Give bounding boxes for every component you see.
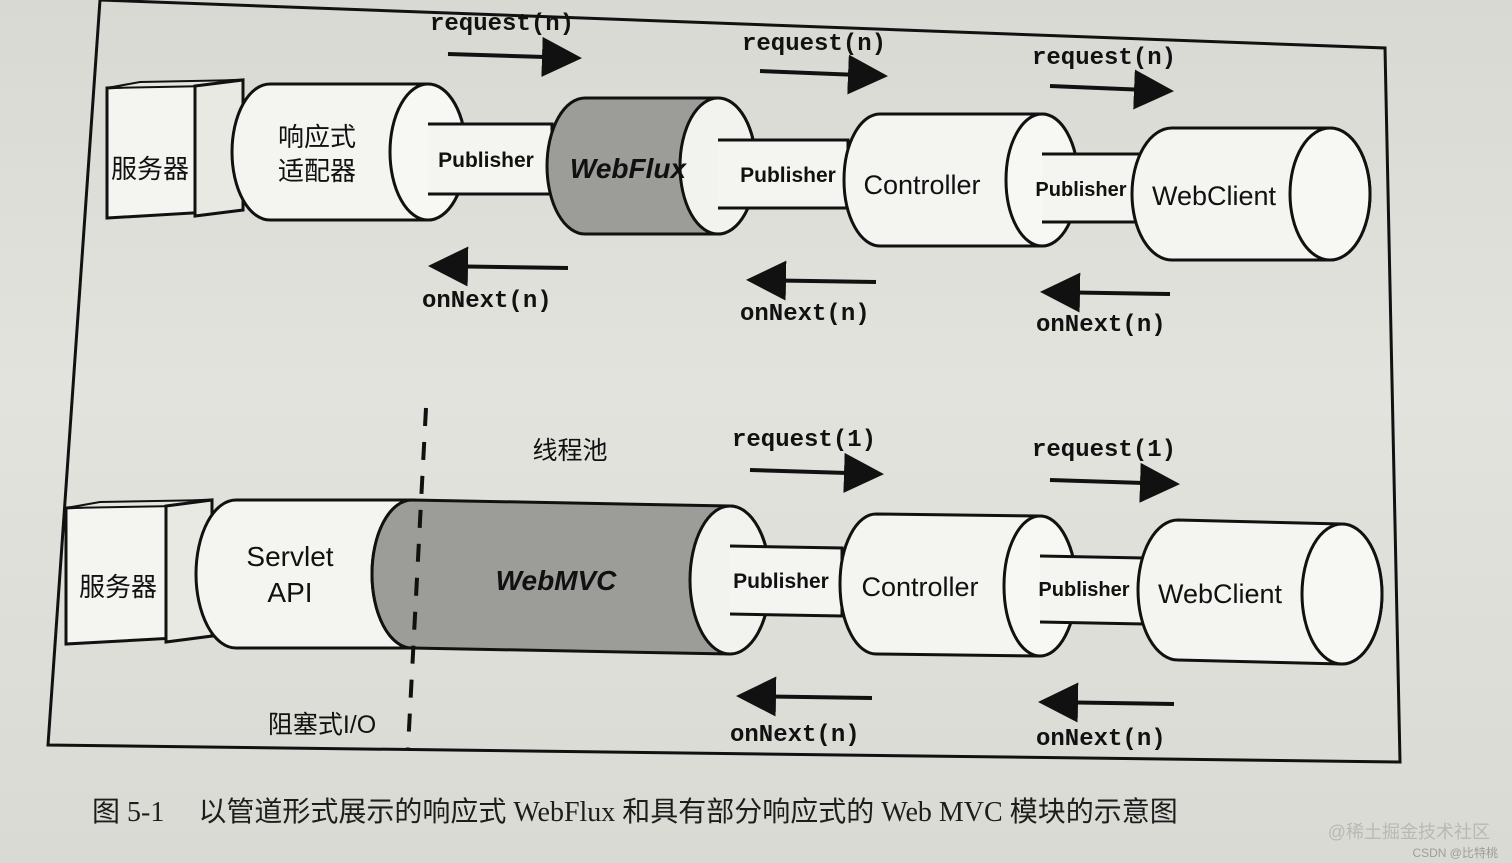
top-publisher-label-3: Publisher — [1035, 179, 1126, 201]
figure-caption: 图 5-1 以管道形式展示的响应式 WebFlux 和具有部分响应式的 Web M… — [92, 790, 1392, 830]
top-onnext-label-1: onNext(n) — [422, 288, 552, 315]
top-onnext-label-2: onNext(n) — [740, 301, 870, 328]
top-onnext-arrow-2 — [746, 260, 877, 301]
top-request-label-3: request(n) — [1032, 45, 1176, 72]
top-publisher-pipe-2: Publisher — [718, 138, 850, 210]
servlet-label-line2: API — [267, 577, 312, 608]
webmvc-label: WebMVC — [496, 565, 618, 596]
blocking-boundary-dashed-line — [406, 407, 428, 749]
top-adapter-label-line1: 响应式 — [278, 122, 356, 152]
top-publisher-label-2: Publisher — [740, 164, 836, 187]
figure-caption-text: 以管道形式展示的响应式 WebFlux 和具有部分响应式的 Web MVC 模块… — [198, 797, 1178, 828]
top-server-label: 服务器 — [111, 154, 189, 184]
top-request-arrow-2 — [759, 54, 888, 95]
bottom-onnext-label-2: onNext(n) — [1036, 726, 1166, 753]
top-controller-label: Controller — [863, 170, 980, 200]
top-request-arrow-1 — [447, 36, 582, 77]
top-onnext-arrow-3 — [1040, 272, 1171, 313]
top-webclient-label: WebClient — [1152, 181, 1277, 211]
top-onnext-label-3: onNext(n) — [1036, 312, 1166, 339]
top-adapter-label-line2: 适配器 — [278, 156, 356, 186]
webmvc-cylinder: WebMVC — [370, 498, 772, 656]
bottom-publisher-pipe-1: Publisher — [729, 544, 844, 618]
webflux-label: WebFlux — [570, 153, 688, 184]
bottom-request-arrow-2 — [1049, 462, 1180, 503]
top-request-arrow-3 — [1049, 69, 1174, 110]
bottom-request-label-2: request(1) — [1032, 437, 1176, 464]
top-request-label-2: request(n) — [742, 31, 886, 58]
bottom-row: 服务器 Servlet API WebMVC Publisher Control… — [64, 407, 1384, 753]
bottom-webclient-cylinder: WebClient — [1136, 518, 1384, 666]
bottom-publisher-pipe-2: Publisher — [1038, 554, 1146, 626]
bottom-server-box: 服务器 — [64, 498, 214, 646]
watermark: @稀土掘金技术社区 — [1327, 822, 1490, 842]
top-row: 服务器 响应式 适配器 Publisher WebFlux Publisher — [105, 11, 1372, 339]
top-publisher-pipe-1: Publisher — [428, 122, 554, 196]
top-webclient-cylinder: WebClient — [1130, 126, 1372, 262]
top-publisher-label-1: Publisher — [438, 149, 534, 172]
bottom-onnext-arrow-2 — [1038, 682, 1175, 723]
diagram-frame — [46, 0, 1402, 764]
top-server-box: 服务器 — [105, 78, 245, 220]
bottom-publisher-label-1: Publisher — [733, 570, 829, 593]
top-request-label-1: request(n) — [430, 11, 574, 38]
bottom-webclient-label: WebClient — [1158, 579, 1283, 609]
csdn-mark: CSDN @比特桃 — [1412, 846, 1498, 860]
bottom-request-arrow-1 — [749, 452, 884, 493]
servlet-label-line1: Servlet — [246, 541, 333, 572]
bottom-controller-label: Controller — [861, 572, 978, 602]
top-onnext-arrow-1 — [428, 246, 569, 287]
bottom-publisher-label-2: Publisher — [1038, 579, 1129, 601]
figure-number: 图 5-1 — [92, 797, 165, 828]
bottom-onnext-arrow-1 — [736, 676, 873, 717]
bottom-request-label-1: request(1) — [732, 427, 876, 454]
blocking-io-label: 阻塞式I/O — [268, 711, 376, 739]
thread-pool-label: 线程池 — [532, 437, 607, 465]
bottom-server-label: 服务器 — [79, 572, 157, 602]
top-publisher-pipe-3: Publisher — [1035, 152, 1142, 224]
bottom-onnext-label-1: onNext(n) — [730, 722, 860, 749]
